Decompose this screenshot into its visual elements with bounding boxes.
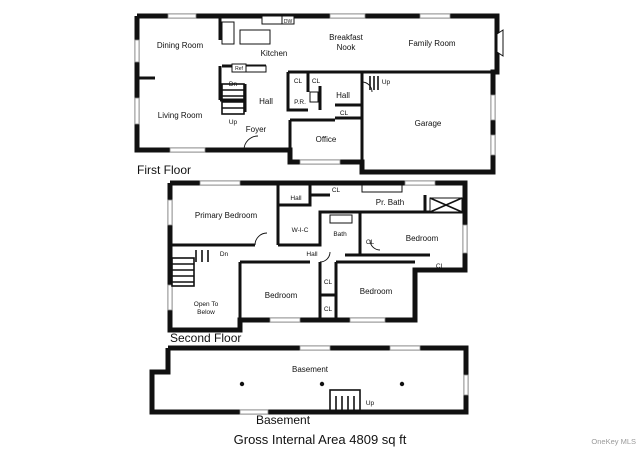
toilet — [309, 91, 319, 103]
window — [463, 374, 469, 396]
room-open-to-below-line2: Below — [197, 309, 215, 316]
closet-label: CL — [294, 78, 303, 85]
door-swing — [319, 251, 331, 263]
stair-down-label: Dn — [229, 81, 238, 88]
first-floor-title: First Floor — [137, 163, 191, 177]
room-family-room: Family Room — [408, 39, 455, 48]
window — [462, 224, 468, 254]
support-column — [399, 381, 405, 387]
window — [419, 13, 451, 19]
garage-up-label: Up — [382, 79, 391, 86]
closet-label: CL — [340, 110, 349, 117]
second-floor-plan: Primary Bedroom Hall CL Pr. Bath W-I-C B… — [167, 180, 468, 345]
front-door — [243, 135, 259, 151]
bathtub — [329, 214, 353, 224]
room-breakfast-nook-line1: Breakfast — [329, 33, 364, 42]
room-hall-top: Hall — [290, 195, 302, 202]
dishwasher-label: DW — [284, 19, 293, 25]
room-hall-mid: Hall — [306, 251, 318, 258]
vanity — [361, 184, 403, 193]
interior-wall — [286, 72, 308, 112]
room-dining-room: Dining Room — [157, 41, 204, 50]
closet-label: CL — [324, 279, 333, 286]
room-primary-bath: Pr. Bath — [376, 198, 404, 207]
closet-label: CL — [312, 78, 321, 85]
kitchen-counter — [221, 21, 235, 45]
room-garage: Garage — [415, 119, 442, 128]
basement-stairs — [329, 389, 361, 413]
room-office: Office — [316, 135, 337, 144]
window — [167, 13, 197, 19]
first-floor-stairs — [221, 76, 379, 115]
door-swing — [369, 239, 381, 251]
stair-up-label: Up — [366, 400, 375, 407]
garage-door-swing — [361, 81, 373, 93]
kitchen-sink — [261, 15, 283, 25]
counter — [245, 65, 267, 73]
window — [490, 134, 496, 156]
window — [329, 13, 366, 19]
basement-exterior-wall — [149, 345, 469, 415]
window — [404, 180, 436, 186]
basement-plan: Basement Up Basement — [149, 345, 469, 427]
window — [299, 345, 331, 351]
basement-title: Basement — [256, 413, 311, 427]
window — [169, 147, 206, 153]
window — [167, 284, 173, 311]
kitchen-island — [239, 29, 271, 45]
window — [389, 345, 421, 351]
second-floor-title: Second Floor — [170, 331, 241, 345]
room-hall-right: Hall — [336, 91, 350, 100]
closet-label: CL — [366, 239, 375, 246]
window — [349, 317, 386, 323]
room-hall-left: Hall — [259, 97, 273, 106]
interior-wall — [278, 193, 330, 207]
window — [134, 97, 140, 125]
closet-label: CL — [332, 187, 341, 194]
dishwasher — [281, 15, 295, 25]
first-floor-plan: Dining Room Kitchen Breakfast Nook Famil… — [134, 13, 504, 177]
window — [167, 199, 173, 226]
window — [134, 39, 140, 63]
refrigerator-label: Ref — [235, 66, 243, 72]
door-swing — [254, 232, 268, 246]
room-bedroom-mid: Bedroom — [265, 291, 298, 300]
support-column — [239, 381, 245, 387]
room-foyer: Foyer — [246, 125, 267, 134]
stair-up-label: Up — [229, 119, 238, 126]
closet-label: CL — [324, 306, 333, 313]
second-floor-stairs — [171, 250, 209, 287]
mls-watermark: OneKey MLS — [591, 437, 636, 446]
room-living-room: Living Room — [158, 111, 203, 120]
closet-label: CL — [436, 263, 445, 270]
room-powder-room: P.R. — [294, 99, 306, 106]
room-breakfast-nook-line2: Nook — [337, 43, 357, 52]
window — [239, 409, 269, 415]
gross-internal-area: Gross Internal Area 4809 sq ft — [234, 432, 407, 447]
room-kitchen: Kitchen — [261, 49, 288, 58]
room-bedroom-lower: Bedroom — [360, 287, 393, 296]
room-walk-in-closet: W-I-C — [292, 227, 309, 234]
interior-wall — [278, 210, 360, 247]
window — [490, 94, 496, 121]
room-primary-bedroom: Primary Bedroom — [195, 211, 258, 220]
room-basement: Basement — [292, 365, 329, 374]
room-bedroom-right: Bedroom — [406, 234, 439, 243]
room-open-to-below-line1: Open To — [194, 301, 219, 308]
window — [199, 180, 241, 186]
window — [269, 317, 301, 323]
support-column — [319, 381, 325, 387]
room-bath: Bath — [333, 231, 347, 238]
stair-down-label: Dn — [220, 251, 229, 258]
window — [299, 159, 341, 165]
fireplace — [496, 29, 504, 57]
